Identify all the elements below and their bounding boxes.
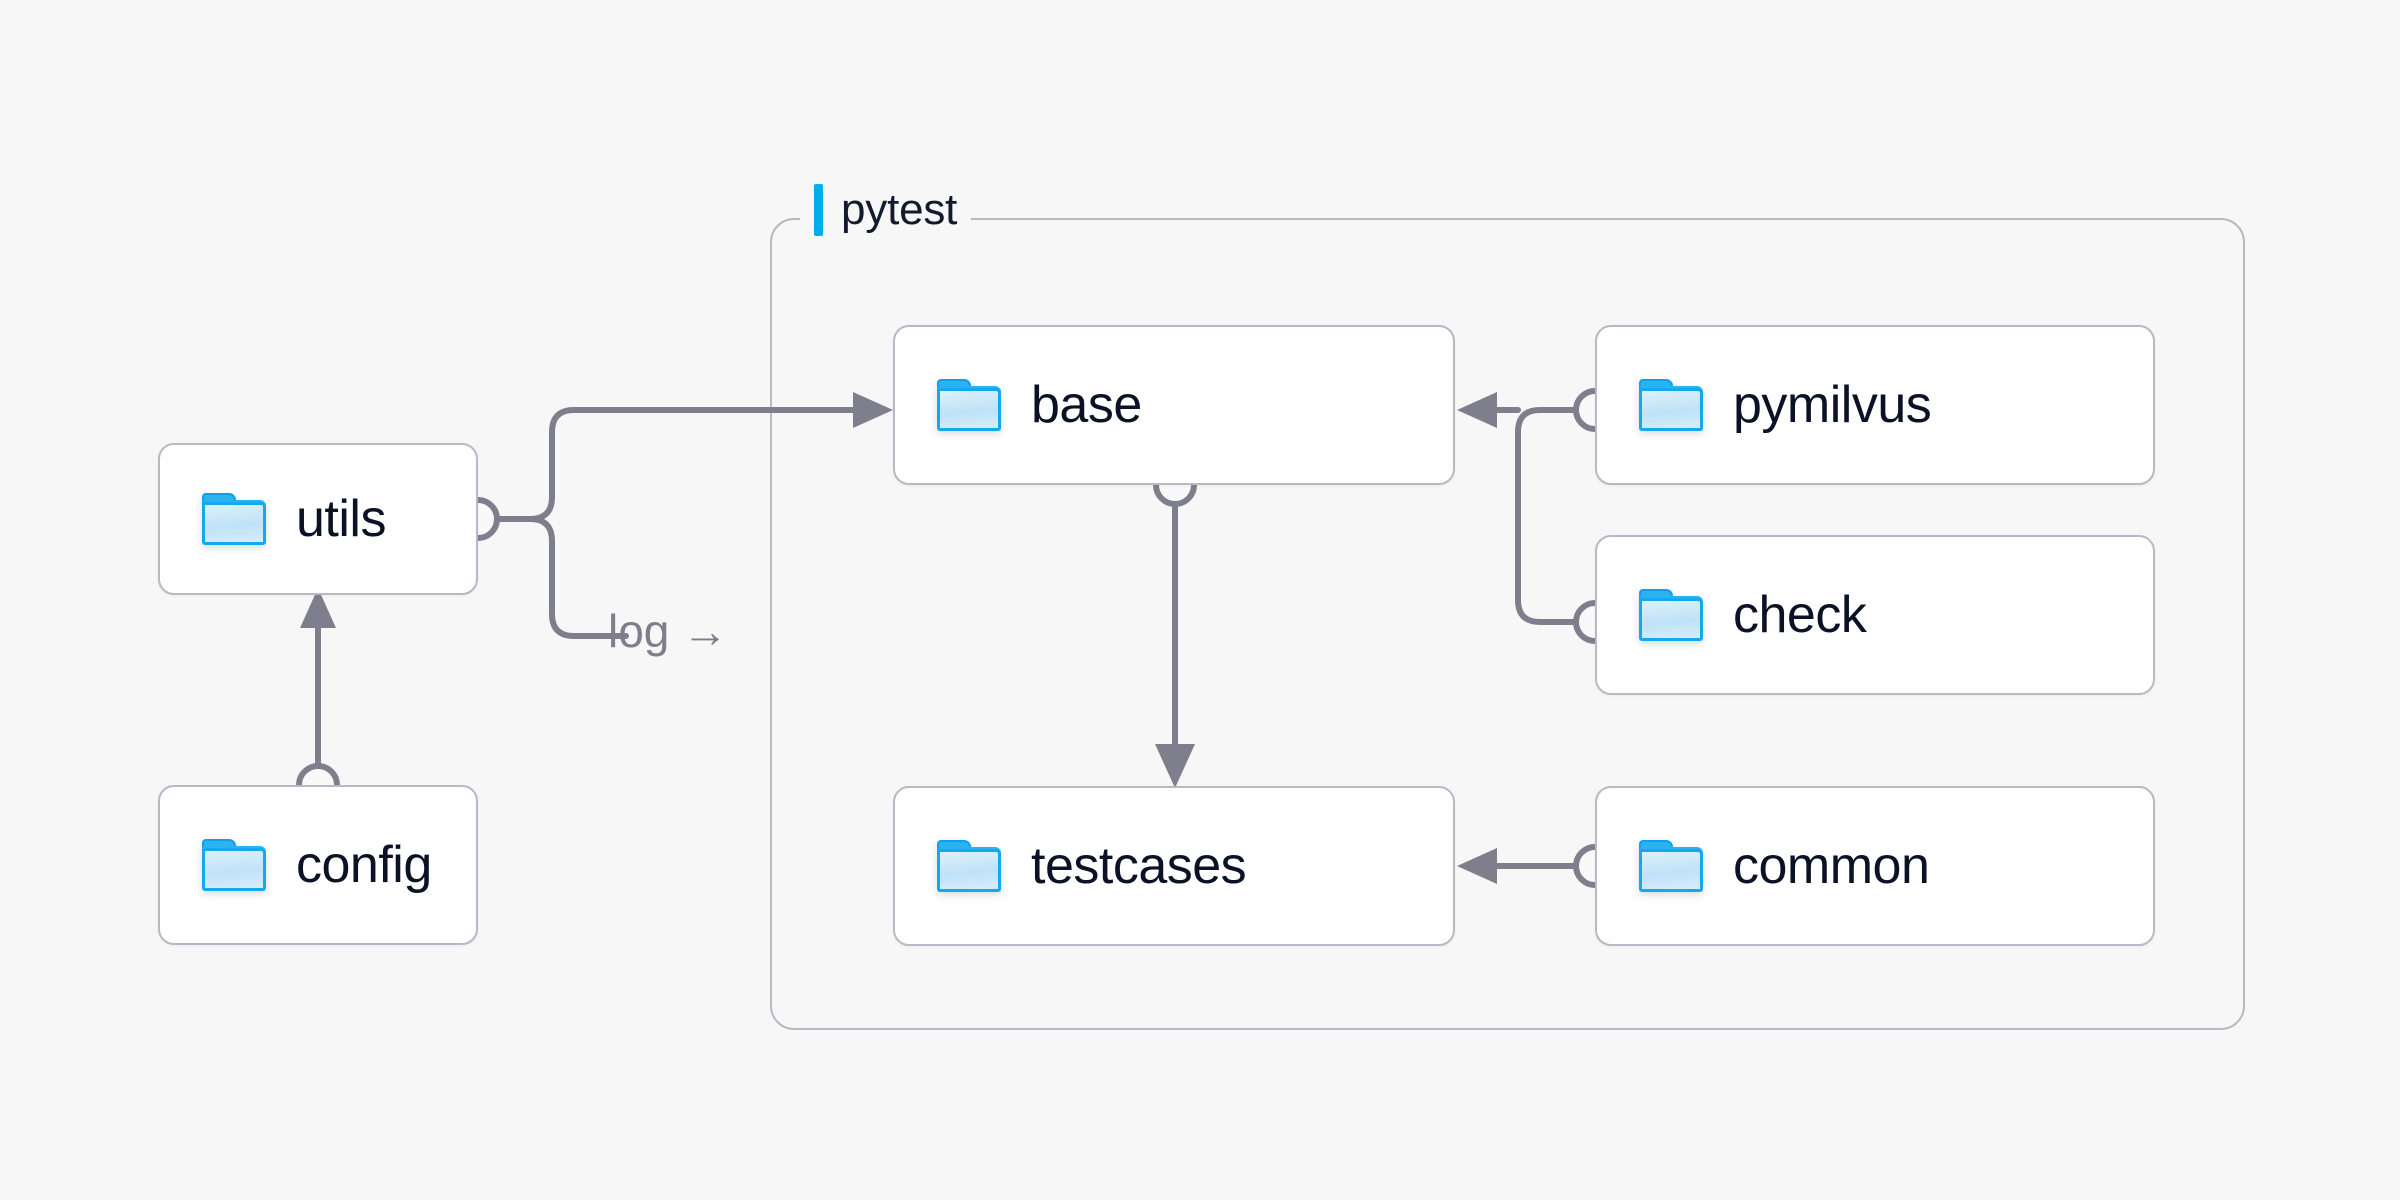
folder-icon (202, 839, 266, 891)
node-check-label: check (1733, 586, 1867, 644)
folder-icon (1639, 589, 1703, 641)
edge-label-log-text: log → (608, 605, 729, 657)
folder-icon (937, 379, 1001, 431)
node-config[interactable]: config (158, 785, 478, 945)
node-utils-label: utils (296, 490, 386, 548)
node-testcases-label: testcases (1031, 837, 1247, 895)
edge-config-to-utils (296, 588, 340, 807)
folder-icon (202, 493, 266, 545)
folder-icon (1639, 840, 1703, 892)
group-accent-bar (814, 184, 823, 236)
node-base[interactable]: base (893, 325, 1455, 485)
folder-icon (937, 840, 1001, 892)
folder-icon (1639, 379, 1703, 431)
node-common[interactable]: common (1595, 786, 2155, 946)
node-common-label: common (1733, 837, 1930, 895)
node-testcases[interactable]: testcases (893, 786, 1455, 946)
group-title-text: pytest (841, 185, 958, 234)
node-pymilvus-label: pymilvus (1733, 376, 1932, 434)
node-pymilvus[interactable]: pymilvus (1595, 325, 2155, 485)
group-label-pytest: pytest (800, 183, 972, 237)
node-config-label: config (296, 836, 432, 894)
node-base-label: base (1031, 376, 1142, 434)
edge-label-log: log → (608, 608, 728, 654)
node-utils[interactable]: utils (158, 443, 478, 595)
node-check[interactable]: check (1595, 535, 2155, 695)
group-container-pytest[interactable] (770, 218, 2245, 1030)
